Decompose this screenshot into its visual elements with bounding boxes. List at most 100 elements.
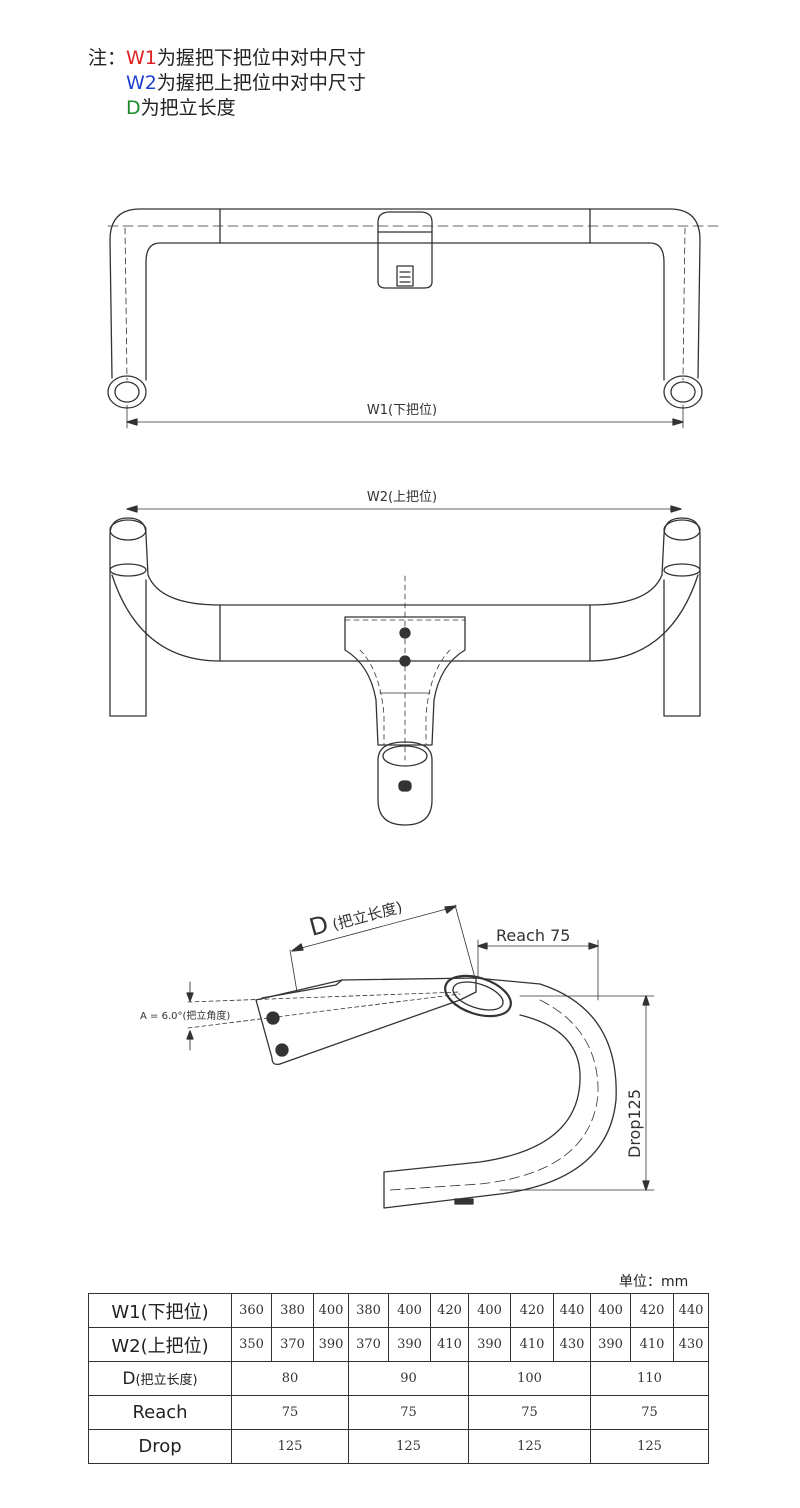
table-cell: 400 — [590, 1293, 631, 1328]
table-cell: 370 — [348, 1327, 389, 1362]
side-bolt-1 — [266, 1011, 280, 1025]
top-stem-dashed-left — [359, 649, 385, 746]
table-row-w1: W1(下把位) 360 380 400 380 400 420 400 420 … — [88, 1293, 709, 1328]
table-cell: 125 — [348, 1429, 469, 1464]
unit-label: 单位：mm — [619, 1274, 689, 1290]
side-stem-top-edge — [261, 979, 343, 999]
table-cell: 440 — [553, 1293, 591, 1328]
front-left-drop-inner — [145, 242, 221, 381]
angle-arrowhead-bottom — [186, 1030, 194, 1040]
side-stem-body — [255, 977, 477, 1066]
table-cell: 100 — [468, 1361, 591, 1396]
table-row-reach: Reach 75 75 75 75 — [88, 1395, 709, 1430]
table-cell: 75 — [231, 1395, 349, 1430]
table-cell: 80 — [231, 1361, 349, 1396]
note-w1-text: 为握把下把位中对中尺寸 — [156, 47, 366, 69]
table-cell: 125 — [468, 1429, 591, 1464]
row-label-w2: W2(上把位) — [88, 1327, 232, 1362]
w2-arrow-left — [126, 505, 138, 513]
table-cell: 75 — [348, 1395, 469, 1430]
note-prefix: 注： — [88, 47, 127, 69]
front-left-end-outer — [107, 375, 147, 409]
front-center-bar — [219, 208, 591, 244]
top-left-end — [109, 519, 147, 541]
table-cell: 400 — [313, 1293, 349, 1328]
note-d-text: 为把立长度 — [140, 97, 236, 119]
top-left-wing-sweep — [111, 574, 221, 662]
row-label-w1: W1(下把位) — [88, 1293, 232, 1328]
top-clamp-bolt — [398, 780, 412, 792]
spec-table: W1(下把位) 360 380 400 380 400 420 400 420 … — [88, 1293, 709, 1464]
note-w2-key: W2 — [126, 72, 157, 94]
reach-arrow-right — [588, 942, 599, 950]
front-left-dashed — [124, 227, 128, 381]
reach-dim-label: Reach 75 — [496, 926, 570, 945]
table-cell: 390 — [313, 1327, 349, 1362]
side-bar-section — [444, 974, 512, 1018]
angle-label: A = 6.0°(把立角度) — [140, 1009, 230, 1022]
angle-line-lower — [187, 993, 461, 1029]
top-bolt-2 — [399, 655, 411, 667]
top-stem-clamp-top — [382, 745, 428, 767]
table-cell: 420 — [630, 1293, 674, 1328]
row-label-d-main: D — [122, 1368, 136, 1389]
table-row-d: D(把立长度) 80 90 100 110 — [88, 1361, 709, 1396]
table-cell: 420 — [430, 1293, 469, 1328]
front-right-dashed — [682, 227, 686, 381]
note-d: D为把立长度 — [88, 96, 366, 121]
side-drop-curve — [383, 977, 617, 1209]
note-w2-text: 为握把上把位中对中尺寸 — [156, 72, 366, 94]
note-w2: W2为握把上把位中对中尺寸 — [88, 71, 366, 96]
table-cell: 350 — [231, 1327, 272, 1362]
d-arrow-left — [291, 943, 304, 952]
d-arrow-right — [444, 905, 457, 914]
table-cell: 390 — [388, 1327, 431, 1362]
drop-arrow-top — [642, 995, 650, 1006]
front-right-end-outer — [663, 375, 703, 409]
d-dim-label: D — [306, 910, 331, 942]
angle-line-upper — [187, 991, 461, 1003]
technical-drawing: W1(下把位) W2(上把位) — [107, 208, 721, 1209]
drop-arrow-bottom — [642, 1180, 650, 1191]
side-bolt-2 — [275, 1043, 289, 1057]
table-cell: 390 — [590, 1327, 631, 1362]
table-cell: 400 — [468, 1293, 511, 1328]
table-cell: 370 — [271, 1327, 314, 1362]
front-right-end-inner — [670, 381, 696, 403]
top-stem-body — [344, 616, 466, 746]
front-right-drop-inner — [589, 242, 665, 381]
table-cell: 430 — [553, 1327, 591, 1362]
front-stem-clamp — [396, 265, 414, 287]
top-right-wing-sweep — [589, 574, 699, 662]
w1-arrow-right — [672, 418, 684, 426]
table-cell: 420 — [510, 1293, 554, 1328]
d-ext-left — [289, 949, 298, 993]
note-w1: 注：W1为握把下把位中对中尺寸 — [88, 46, 366, 71]
row-label-d-sub: (把立长度) — [135, 1372, 198, 1388]
front-stem — [377, 211, 433, 289]
top-right-wing-outer — [589, 517, 701, 717]
note-d-key: D — [126, 97, 141, 119]
top-stem-clamp — [377, 741, 433, 826]
row-label-reach: Reach — [88, 1395, 232, 1430]
table-cell: 400 — [388, 1293, 431, 1328]
top-right-end — [663, 519, 701, 541]
table-cell: 360 — [231, 1293, 272, 1328]
top-view: W2(上把位) — [109, 490, 701, 826]
table-cell: 380 — [348, 1293, 389, 1328]
reach-arrow-left — [477, 942, 488, 950]
front-view: W1(下把位) — [107, 208, 721, 429]
top-stem-dashed-right — [425, 649, 451, 746]
angle-arrowhead-top — [186, 992, 194, 1002]
side-drop-centerline — [389, 999, 599, 1191]
table-row-w2: W2(上把位) 350 370 390 370 390 410 390 410 … — [88, 1327, 709, 1362]
w2-dim-label: W2(上把位) — [367, 490, 437, 505]
note-w1-key: W1 — [126, 47, 157, 69]
w1-arrow-left — [126, 418, 138, 426]
table-cell: 410 — [630, 1327, 674, 1362]
table-cell: 90 — [348, 1361, 469, 1396]
front-left-end-inner — [114, 381, 140, 403]
top-left-section — [109, 563, 147, 577]
w1-dim-label: W1(下把位) — [367, 403, 437, 418]
front-left-drop-outer — [109, 208, 221, 379]
